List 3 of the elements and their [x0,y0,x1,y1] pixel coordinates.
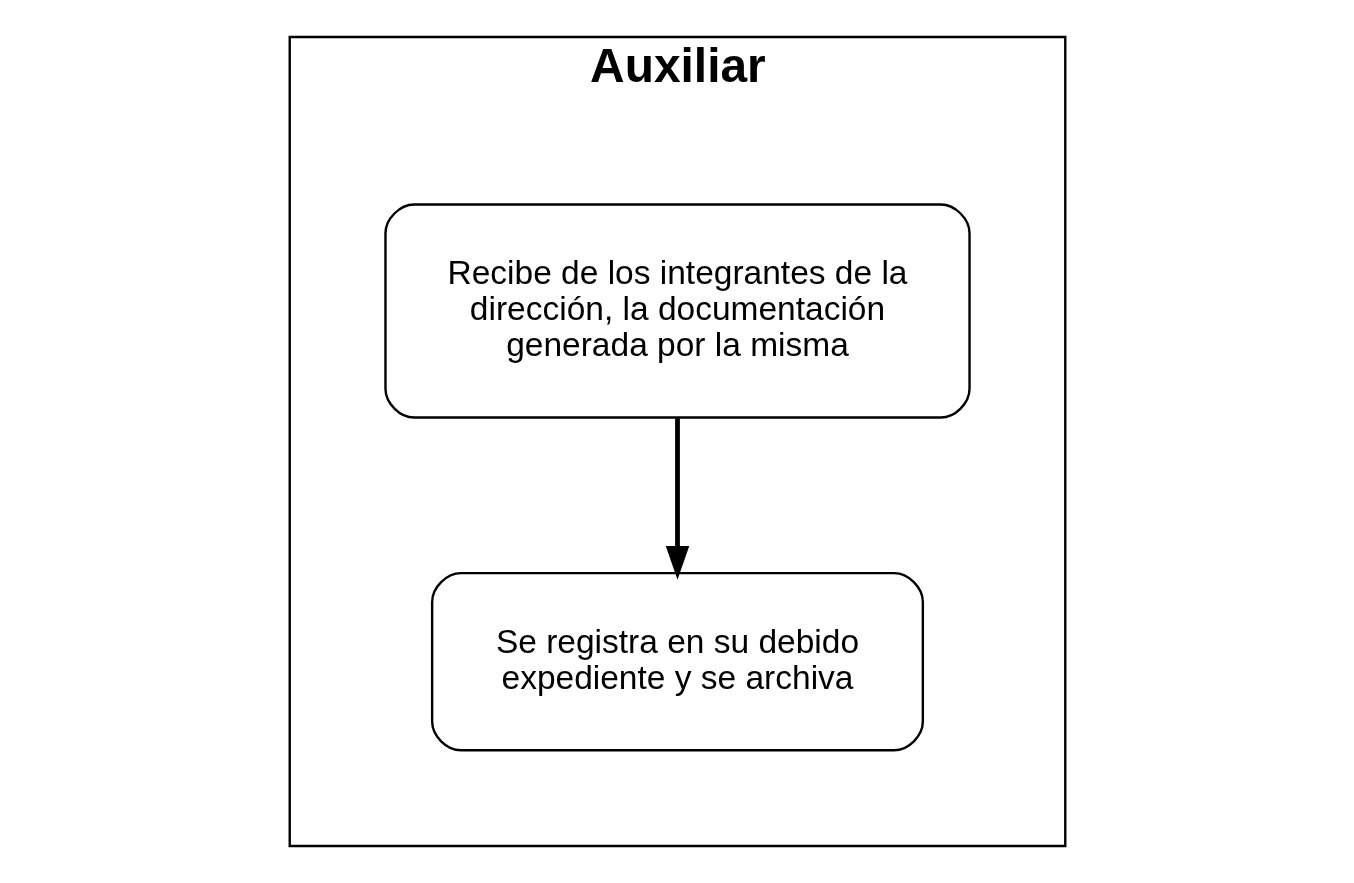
arrow [665,418,689,580]
node-box: Recibe de los integrantes de la dirección, la documentación generada por la misma [383,203,971,419]
node-box: Se registra en su debido expediente y se archiva [430,571,924,752]
